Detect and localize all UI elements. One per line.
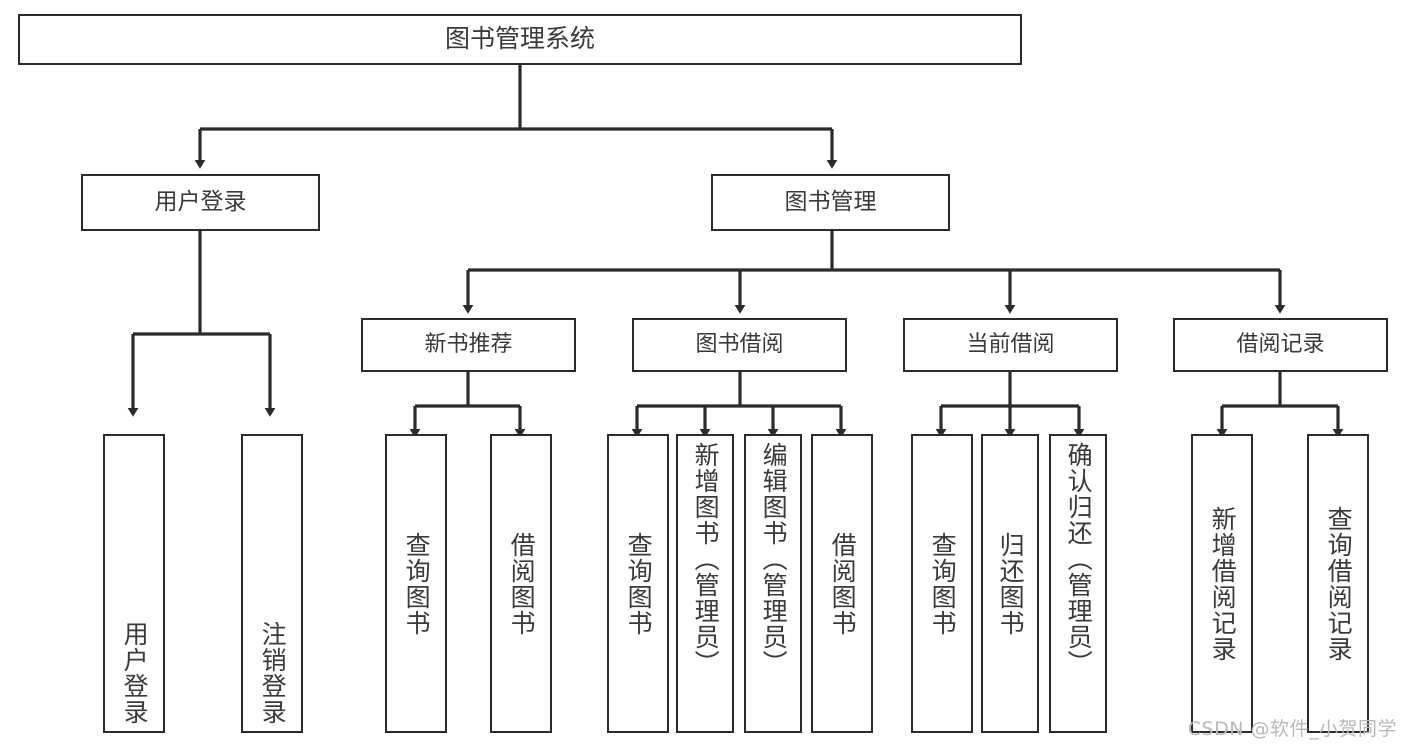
csdn-watermark: CSDN @软件_小贺同学 — [1187, 718, 1397, 740]
node-book-management-label: 图书管理 — [784, 189, 877, 216]
leaf-query-book-current-label: 查询图书 — [928, 531, 958, 636]
leaf-confirm-return-admin[interactable]: 确认归还（管理员） — [1049, 434, 1107, 733]
leaf-borrow-book[interactable]: 借阅图书 — [811, 434, 873, 733]
leaf-user-login-label: 用户登录 — [120, 621, 150, 725]
leaf-borrow-book-recommend[interactable]: 借阅图书 — [490, 434, 552, 733]
leaf-query-borrow-record-label: 查询借阅记录 — [1324, 505, 1354, 662]
node-book-management[interactable]: 图书管理 — [711, 174, 950, 231]
leaf-logout[interactable]: 注销登录 — [241, 434, 303, 733]
leaf-add-book-admin-label: 新增图书（管理员） — [691, 442, 721, 676]
leaf-return-book-label: 归还图书 — [996, 531, 1026, 636]
node-root[interactable]: 图书管理系统 — [18, 14, 1022, 65]
leaf-borrow-book-label: 借阅图书 — [828, 531, 858, 636]
node-new-book-recommend-label: 新书推荐 — [424, 332, 513, 358]
node-book-borrow[interactable]: 图书借阅 — [632, 318, 847, 372]
node-borrow-record[interactable]: 借阅记录 — [1173, 318, 1388, 372]
leaf-query-book-borrow[interactable]: 查询图书 — [607, 434, 669, 733]
node-book-borrow-label: 图书借阅 — [695, 332, 784, 358]
leaf-logout-label: 注销登录 — [258, 621, 288, 725]
node-current-borrow[interactable]: 当前借阅 — [903, 318, 1118, 372]
leaf-edit-book-admin-label: 编辑图书（管理员） — [759, 442, 789, 676]
leaf-user-login[interactable]: 用户登录 — [103, 434, 165, 733]
node-new-book-recommend[interactable]: 新书推荐 — [361, 318, 576, 372]
leaf-query-borrow-record[interactable]: 查询借阅记录 — [1307, 434, 1369, 733]
leaf-confirm-return-admin-label: 确认归还（管理员） — [1064, 442, 1094, 676]
node-current-borrow-label: 当前借阅 — [966, 332, 1055, 358]
leaf-query-book-borrow-label: 查询图书 — [624, 531, 654, 636]
node-root-label: 图书管理系统 — [444, 24, 595, 54]
leaf-add-borrow-record-label: 新增借阅记录 — [1208, 505, 1238, 662]
leaf-query-book-recommend-label: 查询图书 — [402, 531, 432, 636]
node-borrow-record-label: 借阅记录 — [1236, 332, 1325, 358]
node-user-login[interactable]: 用户登录 — [81, 174, 320, 231]
node-user-login-label: 用户登录 — [154, 189, 247, 216]
leaf-add-borrow-record[interactable]: 新增借阅记录 — [1191, 434, 1253, 733]
leaf-borrow-book-recommend-label: 借阅图书 — [507, 531, 537, 636]
leaf-query-book-current[interactable]: 查询图书 — [911, 434, 973, 733]
leaf-add-book-admin[interactable]: 新增图书（管理员） — [676, 434, 734, 733]
leaf-edit-book-admin[interactable]: 编辑图书（管理员） — [744, 434, 802, 733]
leaf-query-book-recommend[interactable]: 查询图书 — [385, 434, 447, 733]
leaf-return-book[interactable]: 归还图书 — [981, 434, 1039, 733]
